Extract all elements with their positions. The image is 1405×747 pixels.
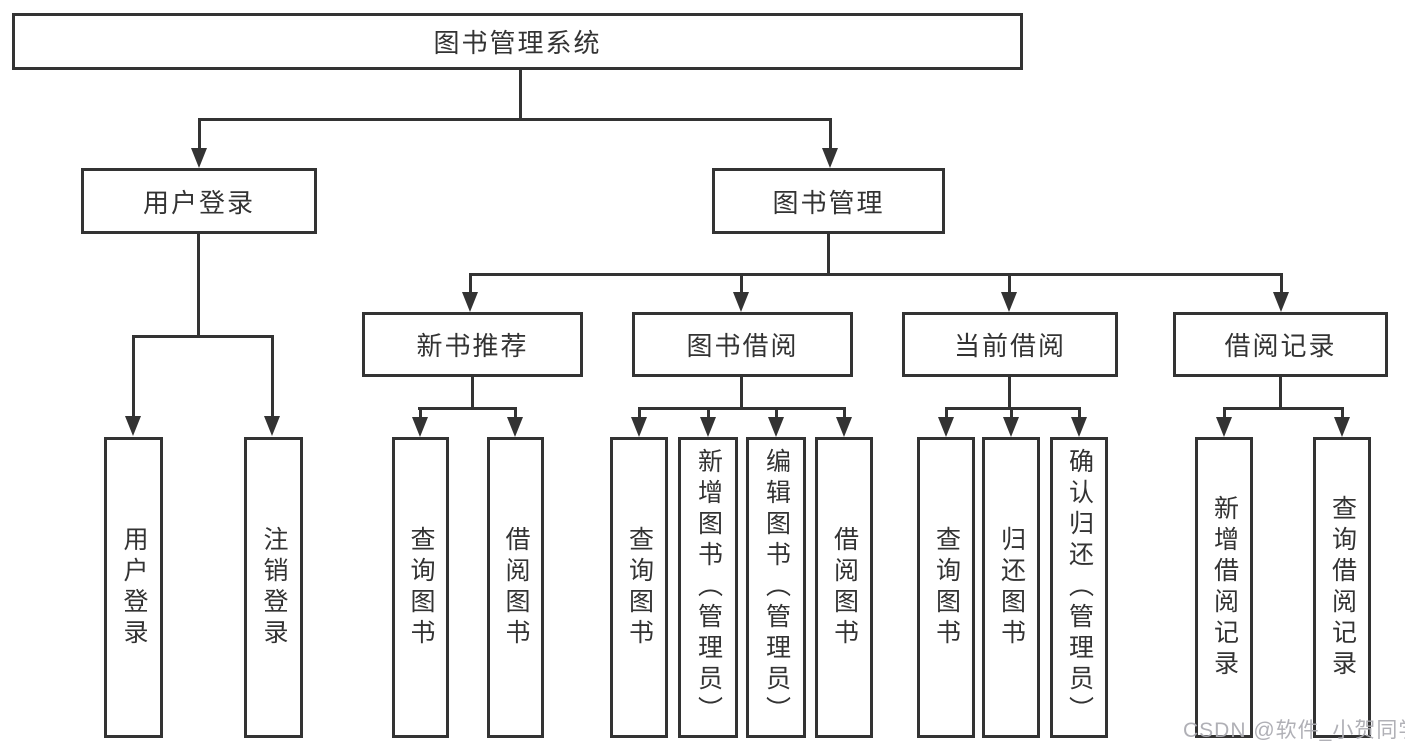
node-query-books-borrow: 查询图书	[610, 437, 668, 738]
node-book-management: 图书管理	[712, 168, 945, 234]
arrow-down-icon	[836, 417, 852, 437]
connector-line	[827, 234, 830, 273]
connector-line	[514, 407, 517, 419]
arrow-down-icon	[768, 417, 784, 437]
connector-line	[1341, 407, 1344, 419]
node-logout-action: 注销登录	[244, 437, 303, 738]
node-label: 新增图书（管理员）	[694, 448, 723, 727]
node-label: 查询借阅记录	[1328, 494, 1357, 681]
node-label: 查询图书	[625, 525, 654, 650]
node-label: 借阅图书	[830, 525, 859, 650]
node-user-login: 用户登录	[81, 168, 317, 234]
node-borrowing-records: 借阅记录	[1173, 312, 1388, 377]
connector-line	[469, 273, 1282, 276]
arrow-down-icon	[938, 417, 954, 437]
arrow-down-icon	[1216, 417, 1232, 437]
arrow-down-icon	[507, 417, 523, 437]
connector-line	[639, 407, 846, 410]
arrow-down-icon	[631, 417, 647, 437]
node-borrow-books-recommend: 借阅图书	[487, 437, 544, 738]
node-label: 借阅记录	[1224, 331, 1337, 361]
connector-line	[132, 335, 135, 418]
arrow-down-icon	[191, 148, 207, 168]
connector-line	[1280, 273, 1283, 294]
node-user-login-action: 用户登录	[104, 437, 163, 738]
connector-line	[1223, 407, 1226, 419]
node-label: 查询图书	[407, 525, 435, 650]
node-label: 图书借阅	[686, 331, 799, 361]
connector-line	[418, 407, 517, 410]
connector-line	[1010, 407, 1013, 419]
connector-line	[707, 407, 710, 419]
node-current-borrowing: 当前借阅	[902, 312, 1118, 377]
connector-line	[469, 273, 472, 294]
connector-line	[945, 407, 1081, 410]
arrow-down-icon	[264, 416, 280, 436]
node-confirm-return-admin: 确认归还（管理员）	[1050, 437, 1108, 738]
arrow-down-icon	[1334, 417, 1350, 437]
node-new-book-recommendation: 新书推荐	[362, 312, 583, 377]
arrow-down-icon	[1071, 417, 1087, 437]
node-label: 图书管理	[772, 187, 885, 218]
connector-line	[945, 407, 948, 419]
node-label: 新增借阅记录	[1210, 494, 1239, 681]
connector-line	[132, 335, 274, 338]
node-label: 当前借阅	[953, 331, 1066, 361]
connector-line	[1223, 407, 1344, 410]
arrow-down-icon	[125, 416, 141, 436]
node-label: 确认归还（管理员）	[1065, 448, 1094, 727]
node-query-books-recommend: 查询图书	[392, 437, 449, 738]
arrow-down-icon	[733, 292, 749, 312]
connector-line	[419, 407, 422, 419]
arrow-down-icon	[1001, 292, 1017, 312]
node-label: 注销登录	[260, 525, 288, 650]
node-label: 图书管理系统	[433, 28, 602, 58]
arrow-down-icon	[700, 417, 716, 437]
connector-line	[1008, 273, 1011, 294]
node-label: 用户登录	[120, 525, 148, 650]
node-label: 编辑图书（管理员）	[762, 448, 791, 727]
arrow-down-icon	[412, 417, 428, 437]
connector-line	[1008, 377, 1011, 407]
node-edit-book-admin: 编辑图书（管理员）	[746, 437, 806, 738]
node-label: 归还图书	[997, 525, 1026, 650]
node-label: 新书推荐	[416, 331, 529, 361]
node-label: 查询图书	[932, 525, 961, 650]
node-query-books-current: 查询图书	[917, 437, 975, 738]
connector-line	[1279, 377, 1282, 407]
arrow-down-icon	[1003, 417, 1019, 437]
arrow-down-icon	[1273, 292, 1289, 312]
node-query-borrow-record: 查询借阅记录	[1313, 437, 1371, 738]
arrow-down-icon	[462, 292, 478, 312]
node-return-books: 归还图书	[982, 437, 1040, 738]
connector-line	[1078, 407, 1081, 419]
node-add-borrow-record: 新增借阅记录	[1195, 437, 1253, 738]
connector-line	[198, 118, 201, 150]
node-add-book-admin: 新增图书（管理员）	[678, 437, 738, 738]
connector-line	[271, 335, 274, 418]
connector-line	[740, 377, 743, 407]
connector-line	[740, 273, 743, 294]
connector-line	[843, 407, 846, 419]
connector-line	[638, 407, 641, 419]
node-library-management-system: 图书管理系统	[12, 13, 1023, 70]
connector-line	[775, 407, 778, 419]
node-label: 用户登录	[142, 187, 255, 218]
connector-line	[197, 234, 200, 335]
node-label: 借阅图书	[502, 525, 530, 650]
connector-line	[198, 118, 832, 121]
connector-line	[829, 118, 832, 150]
connector-line	[519, 70, 522, 118]
node-borrow-books-action: 借阅图书	[815, 437, 873, 738]
arrow-down-icon	[822, 148, 838, 168]
connector-line	[471, 377, 474, 407]
csdn-watermark: CSDN @软件_小贺同学	[1183, 719, 1405, 742]
node-book-borrowing: 图书借阅	[632, 312, 853, 377]
